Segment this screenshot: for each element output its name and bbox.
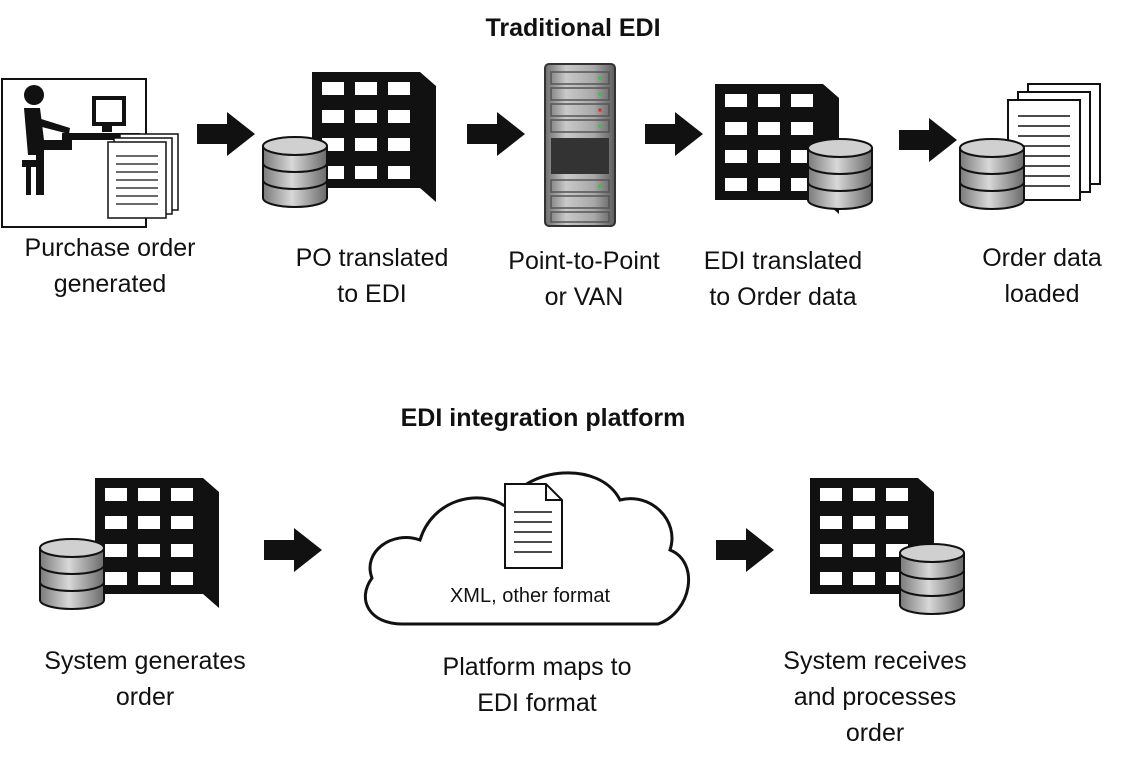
cloud-inner-label: XML, other format [449,585,611,607]
arrow-3-icon [645,112,703,156]
step-label-system-receives: System receives and processes order [783,647,967,747]
step-label-edi-translated: EDI translated to Order data [703,247,863,311]
arrow-6-icon [716,528,774,572]
person-at-computer-icon [1,78,179,228]
building-database-icon [715,84,873,214]
edi-platform-title: EDI integration platform [400,404,686,432]
step-label-platform-maps: Platform maps to EDI format [442,653,632,717]
xml-document-icon [504,483,563,569]
step-label-po-translated: PO translated to EDI [295,244,449,308]
step-label-purchase-order: Purchase order generated [24,234,196,298]
building-database-icon [39,478,219,610]
traditional-edi-title: Traditional EDI [485,14,661,42]
arrow-4-icon [899,118,957,162]
server-rack-icon [544,63,616,227]
arrow-2-icon [467,112,525,156]
arrow-1-icon [197,112,255,156]
step-label-system-generates: System generates order [44,647,246,711]
step-label-order-loaded: Order data loaded [982,244,1102,308]
arrow-5-icon [264,528,322,572]
documents-database-icon [959,83,1101,210]
step-label-point-to-point: Point-to-Point or VAN [508,247,660,311]
cloud-document-icon [363,471,690,626]
building-database-icon [262,72,436,208]
building-database-icon [810,478,965,615]
